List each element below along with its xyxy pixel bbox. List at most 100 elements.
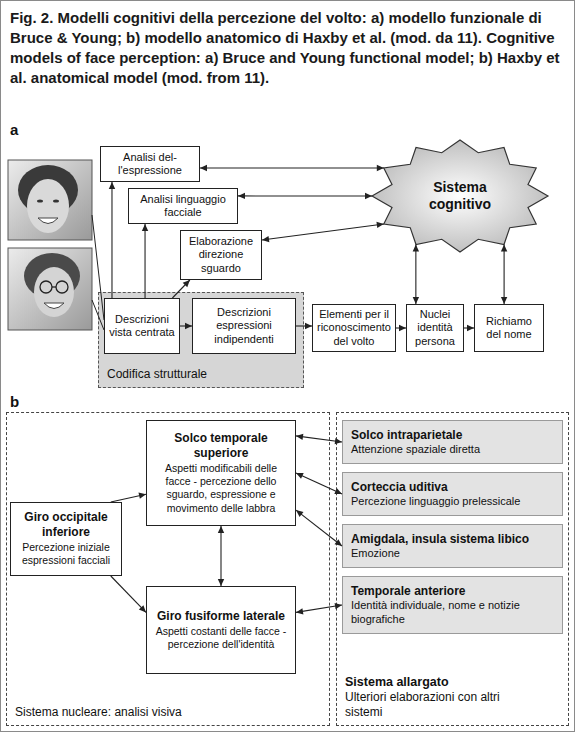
arrowhead — [501, 297, 507, 304]
node-label: Nuclei identità persona — [411, 308, 459, 348]
connector — [172, 280, 189, 298]
connector-line — [262, 224, 384, 240]
connector-line — [396, 327, 406, 328]
connector — [396, 325, 406, 331]
arrowhead — [183, 280, 190, 287]
region-label-group: Sistema nucleare: analisi visiva — [15, 705, 321, 719]
connector — [413, 244, 419, 304]
connector-line — [415, 244, 416, 304]
connector-line — [144, 224, 145, 298]
arrowhead — [335, 539, 342, 546]
figure-part — [44, 303, 64, 309]
extended-area-box: Solco intraparietaleAttenzione spaziale … — [342, 420, 563, 464]
cognitive-system-star: Sistema cognitivo — [372, 140, 548, 252]
figure-part — [27, 179, 69, 233]
connector — [200, 165, 384, 171]
connector-line — [220, 526, 221, 586]
node-label: Sistema cognitivo — [412, 179, 508, 213]
connector — [296, 434, 342, 445]
extended-area-box: Temporale anterioreIdentità individuale,… — [342, 576, 563, 634]
process-box: Analisi linguaggio facciale — [128, 188, 238, 224]
arrowhead — [413, 297, 419, 304]
connector — [142, 224, 148, 298]
brain-area-box: Giro occipitale inferiorePercezione iniz… — [10, 502, 122, 576]
figure-part — [8, 160, 92, 240]
arrowhead — [296, 473, 304, 479]
arrowhead — [185, 323, 192, 329]
arrowhead — [376, 222, 383, 228]
process-box: Richiamo del nome — [474, 304, 544, 352]
figure-part — [37, 199, 43, 202]
arrowhead — [138, 493, 146, 499]
figure-part — [40, 281, 52, 293]
node-heading: Temporale anteriore — [351, 584, 554, 599]
process-box: Elementi per il riconoscimento del volto — [312, 304, 396, 352]
node-heading: Corteccia uditiva — [351, 480, 554, 495]
process-box: Elaborazione direzione sguardo — [180, 230, 262, 280]
arrowhead — [413, 244, 419, 251]
system-region: Sistema nucleare: analisi visiva Giro occ… — [6, 412, 330, 726]
connector — [111, 493, 146, 502]
arrowhead — [335, 603, 342, 609]
arrowhead — [238, 193, 245, 199]
photo-input-line — [92, 215, 104, 320]
arrowhead — [334, 488, 342, 494]
connector — [109, 182, 115, 298]
node-heading: Solco intraparietale — [351, 428, 554, 443]
process-box: Analisi del- l'espressione — [100, 146, 200, 182]
connector — [464, 325, 474, 331]
system-region: Sistema allargatoUlteriori elaborazioni … — [336, 412, 569, 726]
node-heading: Giro occipitale inferiore — [16, 510, 116, 539]
process-box: Descrizioni espressioni indipendenti — [192, 298, 296, 354]
node-body: Aspetti costanti delle facce - percezion… — [152, 625, 290, 651]
connector — [296, 473, 342, 494]
connector-line — [172, 280, 189, 298]
arrowhead — [262, 236, 269, 242]
node-body: Percezione linguaggio prelessicale — [351, 495, 554, 509]
arrowhead — [501, 244, 507, 251]
figure-caption: Fig. 2. Modelli cognitivi della percezio… — [10, 8, 562, 88]
connector-line — [296, 510, 342, 546]
node-label: Codifica strutturale — [107, 367, 295, 381]
figure-part — [53, 199, 59, 202]
connector-line — [296, 325, 312, 326]
arrowhead — [218, 579, 224, 586]
node-body: Emozione — [351, 547, 554, 561]
node-label: Richiamo del nome — [479, 315, 539, 341]
connector-line — [296, 605, 342, 612]
node-body: Percezione iniziale espressioni facciali — [16, 541, 116, 567]
connector — [501, 244, 507, 304]
connector-line — [238, 195, 372, 196]
arrowhead — [399, 325, 406, 331]
node-body: Ulteriori elaborazioni con altri sistemi — [345, 690, 535, 719]
arrowhead — [335, 438, 342, 444]
connector-line — [200, 167, 384, 168]
node-label: Analisi linguaggio facciale — [133, 193, 233, 219]
connector-line — [296, 436, 342, 442]
connector-line — [180, 325, 192, 326]
panel-label: a — [10, 122, 18, 139]
structural-encoding-band: Codifica strutturaleDescrizioni vista ce… — [98, 292, 304, 388]
connector — [111, 576, 146, 612]
node-body: Aspetti modificabili delle facce - perce… — [152, 462, 290, 515]
extended-area-box: Corteccia uditivaPercezione linguaggio p… — [342, 472, 563, 516]
panel-label: b — [10, 394, 19, 411]
connector — [296, 323, 312, 329]
arrowhead — [139, 605, 146, 612]
node-heading: Giro fusiforme laterale — [152, 609, 290, 623]
node-body: Identità individuale, nome e notizie bio… — [351, 599, 554, 627]
figure-part — [56, 281, 68, 293]
arrowhead — [200, 165, 207, 171]
arrowhead — [109, 182, 115, 189]
node-heading: Sistema allargato — [345, 675, 560, 691]
arrowhead — [296, 510, 303, 517]
node-heading: Solco temporale superiore — [152, 431, 290, 460]
figure-part — [38, 218, 58, 224]
connector-line — [296, 473, 342, 494]
figure-part — [52, 286, 56, 287]
arrowhead — [377, 165, 384, 171]
arrowhead — [142, 224, 148, 231]
arrowhead — [365, 193, 372, 199]
brain-area-box: Giro fusiforme lateraleAspetti costanti … — [146, 586, 296, 674]
